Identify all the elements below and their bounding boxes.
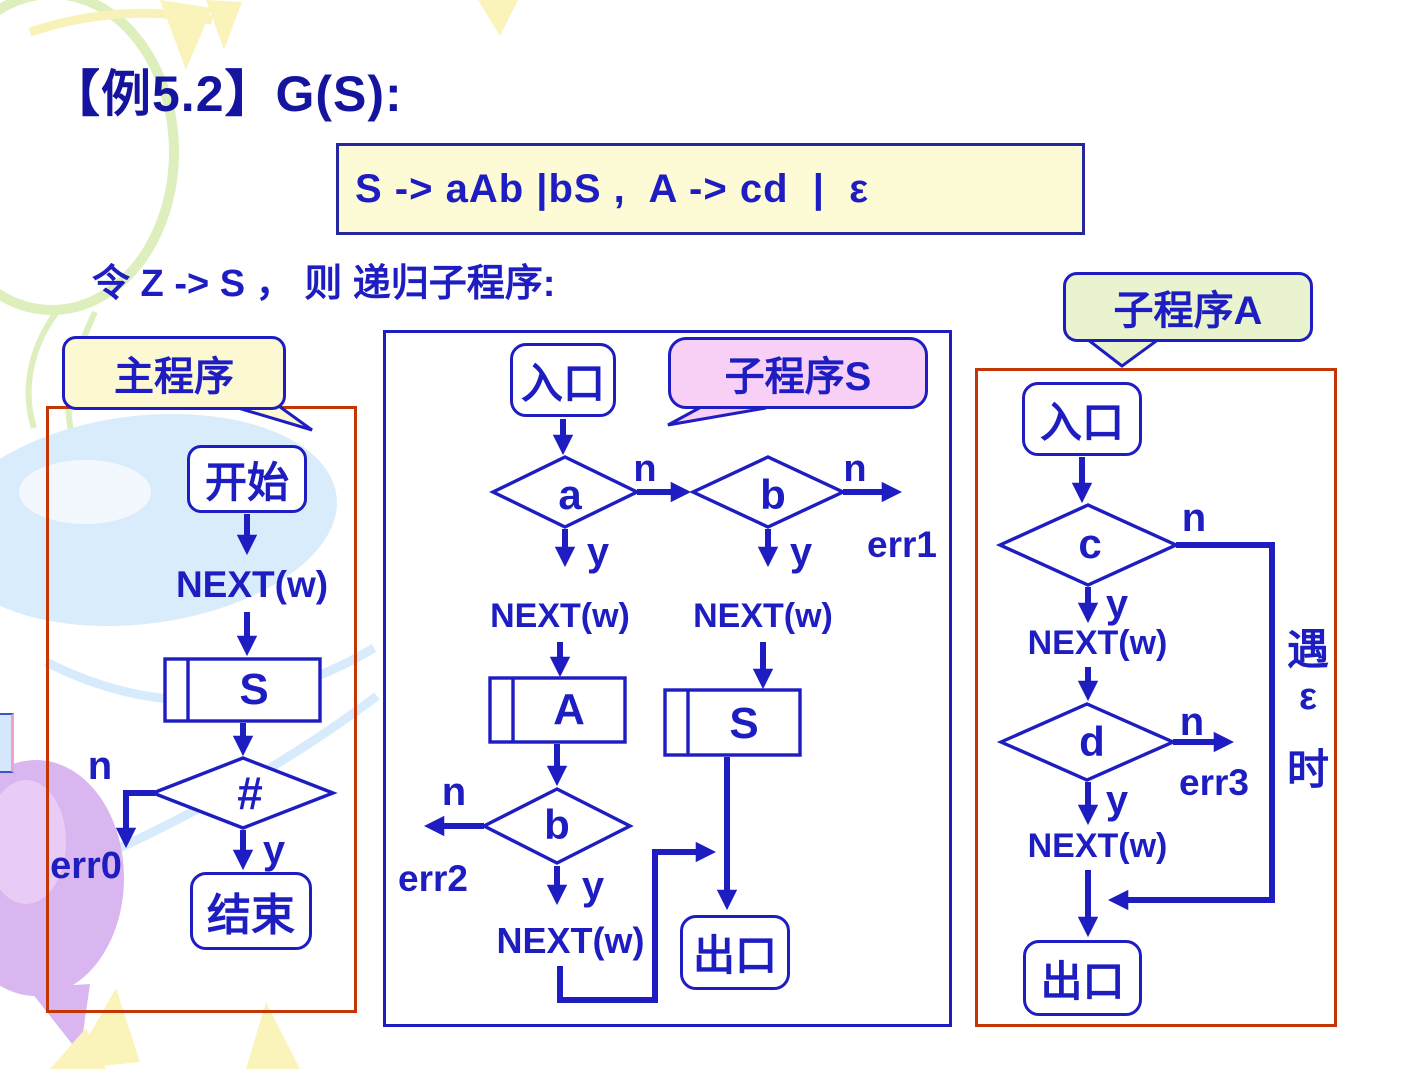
label-call-s-main: S <box>239 665 269 714</box>
intro-text: 令 Z -> S ， 则 递归子程序: <box>92 263 556 305</box>
label-n-b2: n <box>441 770 467 814</box>
label-n-ab: n <box>633 448 657 490</box>
grammar-text: S -> aAb |bS , A -> cd | ε <box>355 166 870 211</box>
label-n-d: n <box>1179 700 1205 744</box>
diamond-b-top <box>688 455 848 529</box>
yellow-spark <box>246 1002 300 1069</box>
label-next-a: NEXT(w) <box>490 597 630 635</box>
label-err0: err0 <box>50 845 122 887</box>
label-cond-c: c <box>1078 520 1102 567</box>
purple-balloon-tail <box>28 984 90 1054</box>
node-exit-a: 出口 <box>1023 940 1142 1016</box>
label-next-c: NEXT(w) <box>1027 624 1168 662</box>
node-entry-a: 入口 <box>1022 382 1142 456</box>
node-entry-s: 入口 <box>510 343 616 417</box>
label-n-b: n <box>843 448 867 490</box>
label-y-b: y <box>789 530 813 574</box>
diamond-a <box>489 455 641 529</box>
label-epsilon-note-3: 时 <box>1286 746 1329 793</box>
label-y-main: y <box>262 828 286 872</box>
purple-balloon-highlight <box>0 780 66 904</box>
label-cond-b: b <box>760 471 786 518</box>
label-err3: err3 <box>1179 762 1249 803</box>
node-exit-s: 出口 <box>680 915 790 990</box>
callout-subroutine-a: 子程序A <box>1063 272 1313 342</box>
arrow-cond-err0 <box>115 790 155 849</box>
grammar-box: S -> aAb |bS , A -> cd | ε <box>336 143 1085 235</box>
yellow-spark <box>160 0 212 70</box>
label-cond-a: a <box>558 471 582 518</box>
label-err1: err1 <box>867 524 937 565</box>
yellow-spark <box>478 0 518 36</box>
label-cond-hash: # <box>237 767 263 819</box>
diamond-d <box>996 702 1178 782</box>
label-y-a: y <box>586 530 610 574</box>
left-edge-widget <box>0 713 14 773</box>
arrow-c-epsilon-merge <box>1107 542 1275 911</box>
blue-balloon-highlight <box>19 460 151 524</box>
label-next-d: NEXT(w) <box>1027 827 1168 865</box>
node-start: 开始 <box>187 445 307 513</box>
page-title: 【例5.2】G(S): <box>50 66 403 122</box>
arrow-next-merge <box>557 841 717 1003</box>
label-cond-b2: b <box>544 801 570 848</box>
panel-subroutine-s <box>383 330 952 1027</box>
label-next-main: NEXT(w) <box>175 564 329 605</box>
callout-main-program: 主程序 <box>62 336 286 410</box>
subprocess-box-s <box>163 657 322 723</box>
label-n-c: n <box>1181 496 1207 540</box>
blue-balloon-tail <box>62 544 112 596</box>
label-y-c: y <box>1105 582 1129 626</box>
callout-suba-tail <box>1082 337 1164 368</box>
label-epsilon-note-2: ε <box>1298 676 1318 718</box>
node-end: 结束 <box>190 872 312 950</box>
label-err2: err2 <box>398 858 468 899</box>
label-next-b2: NEXT(w) <box>496 920 645 961</box>
label-y-b2: y <box>581 864 605 908</box>
label-cond-d: d <box>1079 718 1105 765</box>
label-next-b: NEXT(w) <box>693 597 833 635</box>
label-call-s: S <box>729 699 759 748</box>
diamond-b-bottom <box>480 787 634 865</box>
diamond-hash <box>148 756 338 830</box>
yellow-spark <box>50 1028 106 1069</box>
label-n-main: n <box>87 744 113 788</box>
callout-subroutine-s: 子程序S <box>668 337 928 409</box>
green-balloon-string <box>25 306 63 429</box>
label-y-d: y <box>1105 778 1129 822</box>
green-balloon <box>0 0 179 315</box>
label-call-a: A <box>553 685 585 734</box>
panel-subroutine-a <box>975 368 1337 1027</box>
yellow-spark <box>206 0 242 50</box>
label-epsilon-note-1: 遇 <box>1286 626 1329 673</box>
diamond-c <box>995 503 1181 587</box>
